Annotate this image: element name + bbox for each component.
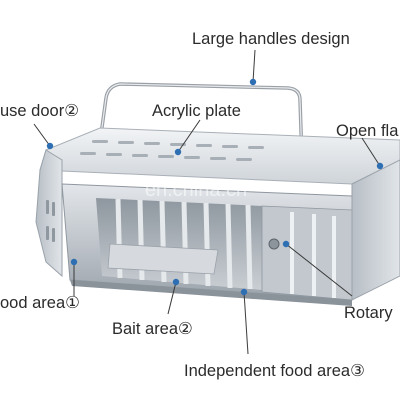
label-large-handles: Large handles design (192, 30, 350, 48)
watermark: en.china.cn (145, 179, 247, 201)
label-independent-food-area: Independent food area③ (184, 362, 365, 380)
cage-right-end (351, 159, 400, 301)
label-rotary: Rotary (344, 304, 393, 322)
leader-lines (33, 49, 381, 355)
label-bait-area: Bait area② (112, 320, 193, 338)
mousetrap-cage (35, 82, 400, 306)
marker-dots (46, 78, 384, 296)
label-mouse-door: use door② (0, 102, 79, 120)
label-food-area-1: ood area① (0, 294, 80, 312)
label-acrylic-plate: Acrylic plate (152, 102, 241, 120)
label-open-flap: Open fla (336, 122, 399, 140)
